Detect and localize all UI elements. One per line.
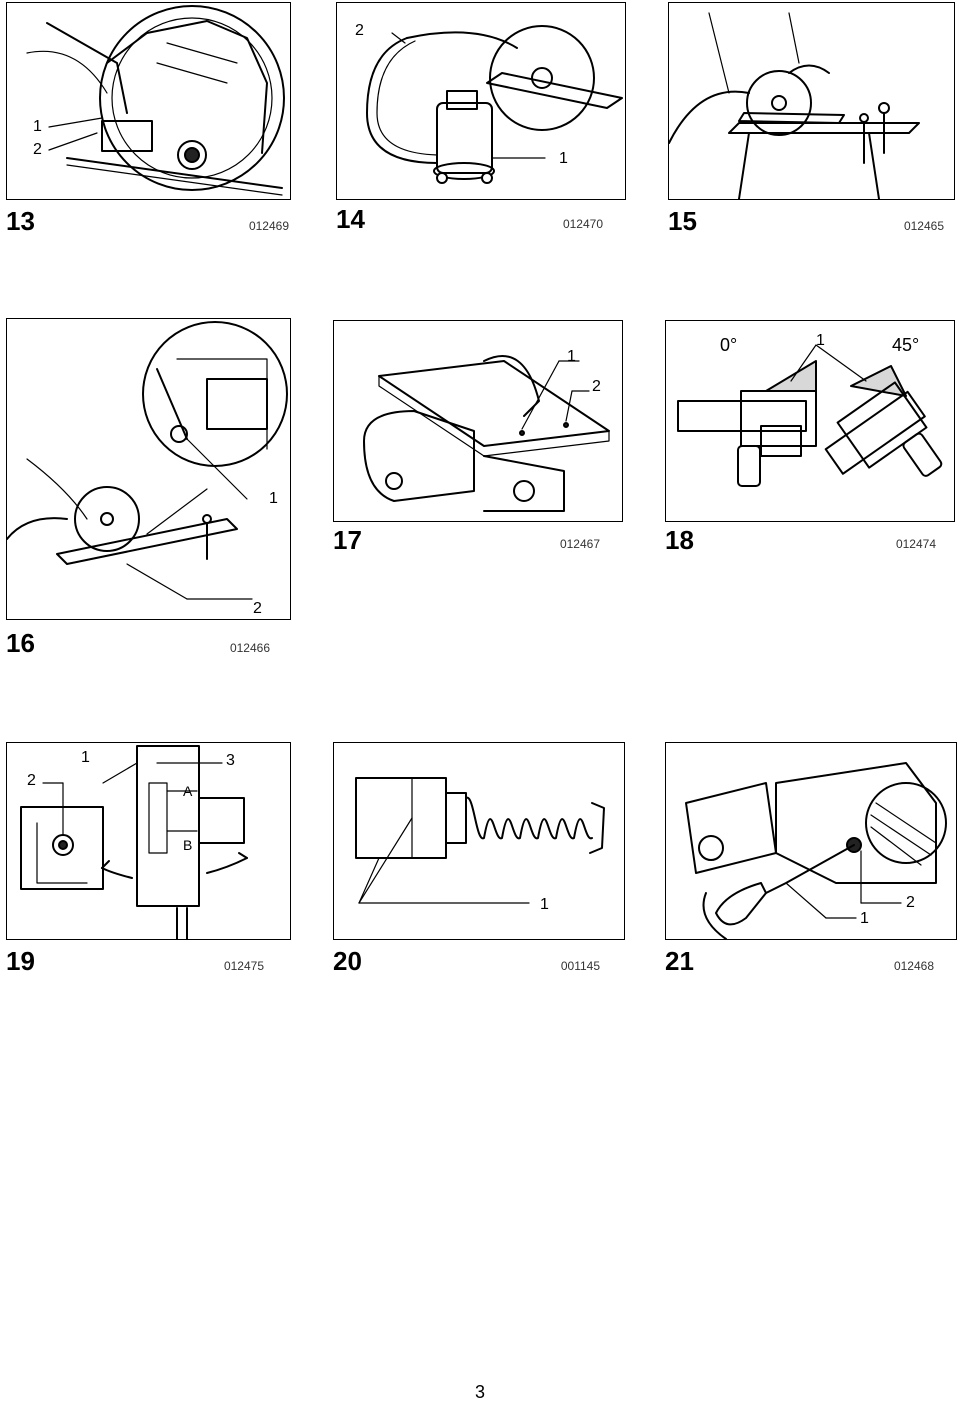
callout-1: 1 — [860, 910, 869, 927]
figure-19-panel: 2 1 3 A B — [6, 742, 291, 940]
figure-16-panel: 1 — [6, 318, 291, 620]
figure-17-code: 012467 — [559, 537, 600, 551]
figure-14-panel: 2 1 — [336, 2, 626, 200]
figure-17-number: 17 — [333, 525, 362, 555]
page-number: 3 — [474, 1382, 485, 1402]
figure-21-panel: 1 2 — [665, 742, 957, 940]
callout-1: 1 — [567, 348, 576, 365]
figure-17-panel: 1 2 — [333, 320, 623, 522]
figure-21-code: 012468 — [893, 959, 934, 973]
callout-B: B — [183, 837, 193, 853]
figure-21-number: 21 — [665, 946, 694, 976]
figure-15-number: 15 — [668, 206, 697, 236]
callout-45-degrees: 45° — [892, 335, 920, 355]
callout-2: 2 — [906, 894, 915, 911]
callout-2: 2 — [355, 22, 364, 39]
saw-with-vacuum-cleaner-illustration — [366, 25, 623, 184]
figure-16-code: 012466 — [229, 641, 270, 655]
bevel-angle-positions-illustration — [677, 344, 943, 487]
callout-2: 2 — [33, 141, 42, 158]
figure-14-code: 012470 — [562, 217, 603, 231]
callout-1: 1 — [33, 118, 42, 135]
carbon-brush-illustration — [355, 777, 605, 904]
figure-18-number: 18 — [665, 525, 694, 555]
brush-holder-cap-illustration — [20, 745, 248, 939]
figure-19-code: 012475 — [223, 959, 264, 973]
figure-18-panel: 0° 1 45° — [665, 320, 955, 522]
callout-1: 1 — [816, 332, 825, 349]
callout-1: 1 — [559, 150, 568, 167]
figure-13-panel: 1 2 — [6, 2, 291, 200]
figure-15-panel — [668, 2, 955, 200]
figure-13-code: 012469 — [248, 219, 289, 233]
callout-1: 1 — [540, 896, 549, 913]
callout-A: A — [183, 783, 193, 799]
saw-on-workbench-illustration — [669, 12, 920, 199]
callout-3: 3 — [226, 752, 235, 769]
figure-20-code: 001145 — [560, 959, 600, 973]
figure-19-number: 19 — [6, 946, 35, 976]
figure-13-number: 13 — [6, 206, 35, 236]
callout-0-degrees: 0° — [720, 335, 738, 355]
brush-cap-screwdriver-illustration — [685, 762, 947, 939]
callout-1: 1 — [81, 749, 90, 766]
callout-2: 2 — [27, 772, 36, 789]
figure-15-code: 012465 — [903, 219, 944, 233]
figure-14-number: 14 — [336, 204, 365, 234]
base-plate-illustration — [363, 355, 610, 512]
circular-saw-side-view-illustration — [26, 5, 285, 196]
figure-18-code: 012474 — [895, 537, 936, 551]
callout-2: 2 — [592, 378, 601, 395]
figure-20-number: 20 — [333, 946, 362, 976]
figure-20-panel: 1 — [333, 742, 625, 940]
callout-1: 1 — [269, 490, 278, 507]
guide-rule-clamping-illustration — [7, 321, 288, 600]
figure-16-number: 16 — [6, 628, 35, 658]
callout-2: 2 — [253, 600, 262, 617]
